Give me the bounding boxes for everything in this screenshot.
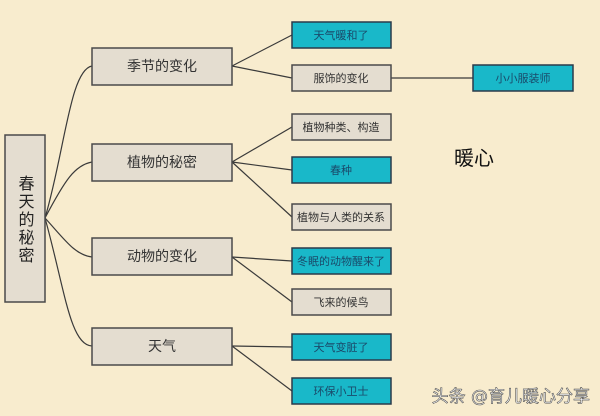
link — [231, 34, 293, 67]
root-node[interactable]: 春天的秘密 — [4, 134, 46, 303]
link — [44, 217, 93, 258]
node-box — [291, 203, 392, 231]
link — [231, 345, 293, 348]
node-box — [291, 64, 392, 92]
node-box — [291, 21, 392, 49]
branch-node-animals[interactable]: 动物的变化 — [91, 237, 233, 276]
branch-node-weather[interactable]: 天气 — [91, 327, 233, 366]
branch-node-seasons[interactable]: 季节的变化 — [91, 47, 233, 86]
link — [44, 217, 93, 347]
node-box — [291, 113, 392, 141]
node-label: 小小服装师 — [496, 72, 551, 85]
branch-node-plants[interactable]: 植物的秘密 — [91, 143, 233, 182]
node-box — [291, 333, 392, 361]
node-label: 植物与人类的关系 — [297, 210, 385, 224]
node-box — [291, 377, 392, 405]
leaf-node[interactable]: 环保小卫士 — [291, 377, 392, 405]
link — [231, 345, 293, 392]
node-box — [91, 327, 233, 366]
node-label: 春种 — [330, 163, 352, 177]
node-label: 天气 — [148, 339, 176, 355]
node-box — [91, 143, 233, 182]
node-label: 植物的秘密 — [127, 154, 197, 171]
link — [231, 256, 293, 262]
link — [231, 256, 293, 303]
link — [44, 161, 93, 219]
node-label: 环保小卫士 — [314, 384, 369, 398]
leaf-node[interactable]: 服饰的变化 — [291, 64, 392, 92]
leaf-node[interactable]: 飞来的候鸟 — [291, 288, 392, 316]
leaf-node[interactable]: 春种 — [291, 156, 392, 184]
brand-text: 暖心 — [454, 146, 494, 170]
node-label: 服饰的变化 — [314, 71, 369, 85]
node-label: 动物的变化 — [127, 249, 197, 265]
link — [231, 161, 293, 171]
node-box — [472, 64, 574, 92]
link — [231, 65, 293, 79]
leaf-node[interactable]: 小小服装师 — [472, 64, 574, 92]
leaf-node[interactable]: 天气暖和了 — [291, 21, 392, 49]
node-label: 冬眠的动物醒来了 — [297, 254, 385, 268]
leaf-node[interactable]: 冬眠的动物醒来了 — [291, 247, 392, 275]
root-label: 春天的秘密 — [16, 175, 35, 265]
leaf-node[interactable]: 植物种类、构造 — [291, 113, 392, 141]
leaf-node[interactable]: 天气变脏了 — [291, 333, 392, 361]
node-label: 飞来的候鸟 — [314, 295, 369, 309]
root-links — [44, 65, 93, 347]
node-box — [291, 156, 392, 184]
node-box — [91, 47, 233, 86]
node-box — [91, 237, 233, 276]
branch-links — [231, 34, 473, 392]
node-box — [291, 247, 392, 275]
link — [44, 65, 93, 219]
node-label: 植物种类、构造 — [303, 120, 380, 134]
link — [231, 126, 293, 163]
leaf-node[interactable]: 植物与人类的关系 — [291, 203, 392, 231]
node-label: 天气变脏了 — [314, 340, 369, 354]
node-label: 天气暖和了 — [314, 28, 369, 42]
link — [231, 161, 293, 218]
node-label: 季节的变化 — [127, 59, 197, 75]
node-box — [4, 134, 46, 303]
watermark: 头条 @育儿暖心分享 — [432, 387, 590, 407]
node-box — [291, 288, 392, 316]
